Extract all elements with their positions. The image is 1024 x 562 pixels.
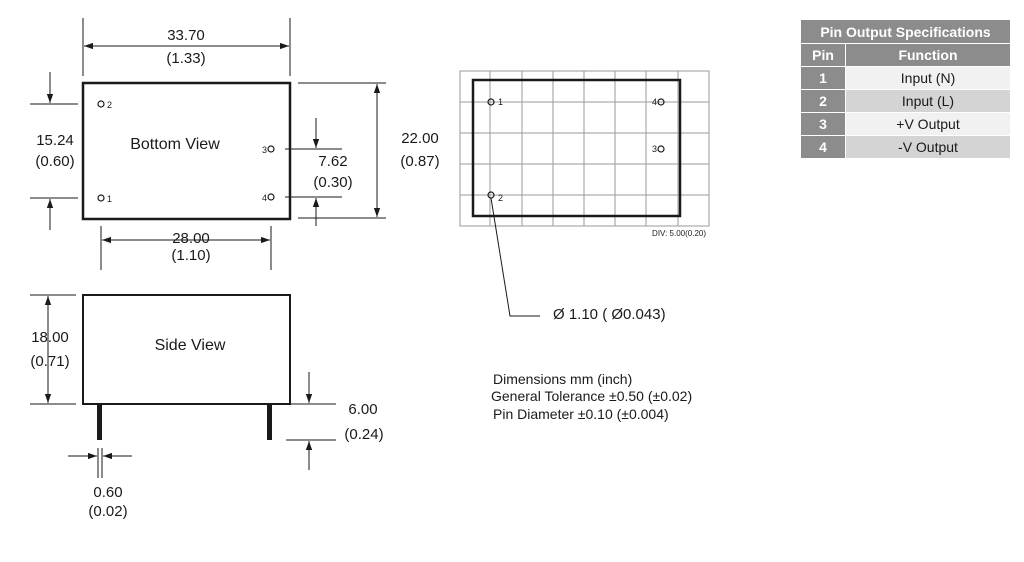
table-row: 4 -V Output bbox=[800, 135, 1011, 159]
pin-output-spec-table: Pin Output Specifications Pin Function 1… bbox=[800, 19, 1011, 159]
dimension-notes: Dimensions mm (inch) General Tolerance ±… bbox=[491, 371, 692, 422]
grid-pin-label-3: 3 bbox=[652, 144, 657, 154]
pin-label-1: 1 bbox=[107, 194, 112, 204]
pin-hole bbox=[657, 98, 665, 106]
pin-hole bbox=[97, 194, 105, 202]
hole-diameter-label: Ø 1.10 ( Ø0.043) bbox=[553, 306, 666, 323]
grid-lines bbox=[460, 71, 709, 226]
pin-hole bbox=[487, 98, 495, 106]
spec-table-header-pin: Pin bbox=[800, 43, 846, 67]
note-pin-diameter: Pin Diameter ±0.10 (±0.004) bbox=[493, 406, 669, 422]
pin-label-3: 3 bbox=[262, 145, 267, 155]
grid-view: 1 2 3 4 DIV: 5.00(0.20) Ø 1.10 ( Ø0.043) bbox=[459, 70, 710, 323]
pitch-mm: 28.00 bbox=[172, 230, 210, 247]
left-offset-in: (0.60) bbox=[35, 153, 74, 170]
pin-hole bbox=[267, 193, 275, 201]
width-in: (1.33) bbox=[166, 50, 205, 67]
grid-module-outline bbox=[471, 78, 682, 218]
side-height-in: (0.71) bbox=[30, 353, 69, 370]
left-offset-mm: 15.24 bbox=[36, 132, 74, 149]
pin-spacing-mm: 7.62 bbox=[318, 153, 347, 170]
pin-width-mm: 0.60 bbox=[93, 484, 122, 501]
spec-table-header-function: Function bbox=[845, 43, 1011, 67]
grid-pin-label-2: 2 bbox=[498, 193, 503, 203]
side-view: Side View 18.00 (0.71) 6.00 (0.24) 0.60 … bbox=[30, 294, 384, 520]
pin-function: Input (L) bbox=[845, 89, 1011, 113]
pin-spacing-in: (0.30) bbox=[313, 174, 352, 191]
pin-length-in: (0.24) bbox=[344, 426, 383, 443]
pitch-in: (1.10) bbox=[171, 247, 210, 264]
pin-label-4: 4 bbox=[262, 193, 267, 203]
pin-hole bbox=[97, 100, 105, 108]
note-units: Dimensions mm (inch) bbox=[493, 371, 632, 387]
pin-length-mm: 6.00 bbox=[348, 401, 377, 418]
side-height-mm: 18.00 bbox=[31, 329, 69, 346]
pin-number: 3 bbox=[800, 112, 846, 136]
side-pin bbox=[267, 405, 272, 440]
grid-pin-label-4: 4 bbox=[652, 97, 657, 107]
pin-label-2: 2 bbox=[107, 100, 112, 110]
side-pin bbox=[97, 405, 102, 440]
pin-function: +V Output bbox=[845, 112, 1011, 136]
pin-hole bbox=[267, 145, 275, 153]
pin-number: 1 bbox=[800, 66, 846, 90]
pin-width-in: (0.02) bbox=[88, 503, 127, 520]
table-row: 2 Input (L) bbox=[800, 89, 1011, 113]
pin-function: -V Output bbox=[845, 135, 1011, 159]
bottom-view: Bottom View 2 1 3 4 33.70 (1.33) 15.24 (… bbox=[30, 18, 440, 270]
grid-div-label: DIV: 5.00(0.20) bbox=[652, 229, 706, 238]
bottom-view-label: Bottom View bbox=[130, 136, 220, 153]
grid-pin-label-1: 1 bbox=[498, 97, 503, 107]
side-view-outline bbox=[82, 294, 291, 405]
pin-number: 2 bbox=[800, 89, 846, 113]
table-row: 1 Input (N) bbox=[800, 66, 1011, 90]
bottom-view-outline bbox=[81, 81, 292, 221]
table-row: 3 +V Output bbox=[800, 112, 1011, 136]
height-mm: 22.00 bbox=[401, 130, 439, 147]
side-view-label: Side View bbox=[155, 337, 226, 354]
pin-function: Input (N) bbox=[845, 66, 1011, 90]
note-tolerance: General Tolerance ±0.50 (±0.02) bbox=[491, 388, 692, 404]
hole-leader bbox=[490, 197, 540, 317]
height-in: (0.87) bbox=[400, 153, 439, 170]
pin-hole bbox=[657, 145, 665, 153]
pin-number: 4 bbox=[800, 135, 846, 159]
spec-table-title: Pin Output Specifications bbox=[800, 19, 1011, 44]
width-mm: 33.70 bbox=[167, 27, 205, 44]
